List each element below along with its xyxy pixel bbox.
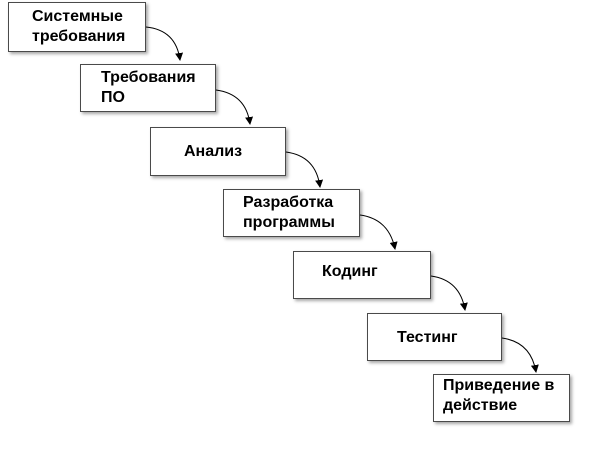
step-label-testing: Тестинг — [397, 329, 458, 346]
step-label-system-requirements: Системные требования — [32, 8, 126, 45]
arrow-2-to-3 — [215, 89, 254, 125]
step-label-analysis: Анализ — [184, 143, 243, 160]
arrow-1-to-2 — [145, 26, 184, 61]
step-box-software-requirements — [80, 64, 216, 112]
arrow-3-to-4 — [285, 151, 324, 188]
step-label-software-requirements: Требования ПО — [101, 69, 196, 106]
step-label-deployment: Приведение в действие — [443, 377, 555, 414]
step-box-deployment — [433, 374, 570, 422]
arrow-6-to-7 — [501, 337, 539, 373]
arrow-5-to-6 — [430, 275, 468, 311]
step-box-system-requirements — [8, 2, 146, 52]
step-box-testing — [367, 313, 502, 361]
step-box-coding — [293, 251, 431, 299]
arrow-4-to-5 — [359, 214, 398, 250]
step-box-analysis — [150, 127, 286, 176]
step-box-program-design — [223, 189, 360, 237]
step-label-coding: Кодинг — [322, 263, 378, 280]
step-label-program-design: Разработка программы — [243, 194, 335, 231]
